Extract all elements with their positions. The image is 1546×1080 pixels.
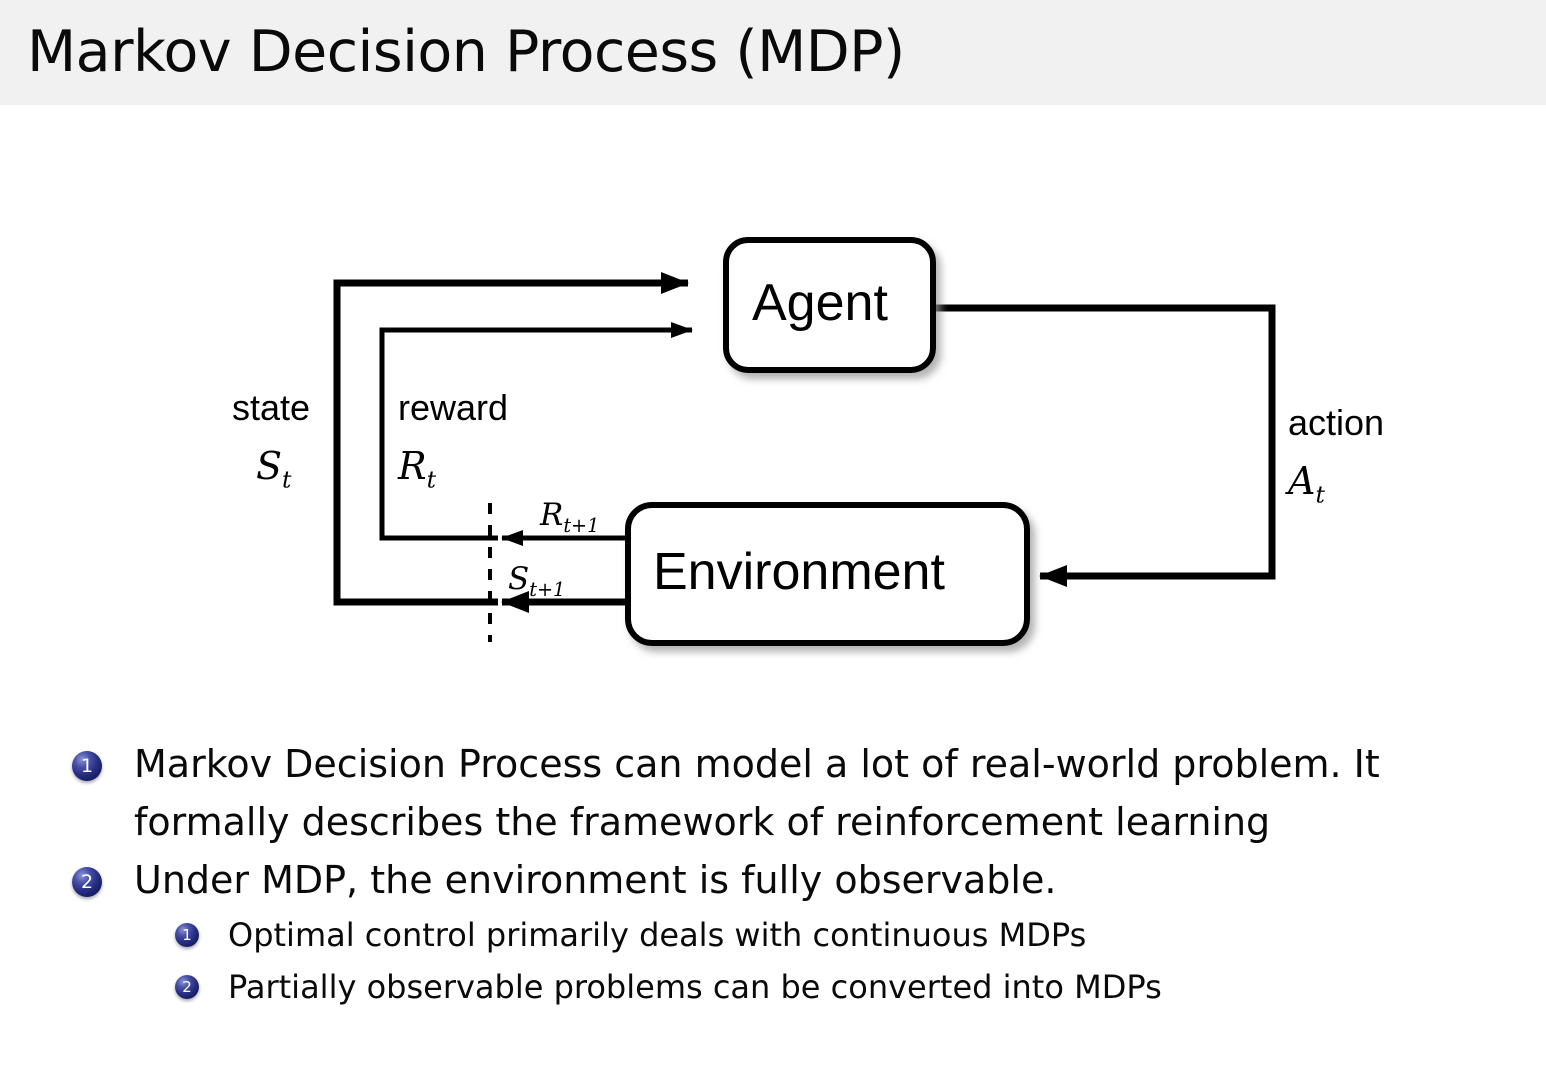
reward-symbol-subscript: t [426, 465, 437, 494]
diagram-canvas [333, 237, 1276, 646]
bullet-number-badge: 1 [72, 751, 102, 781]
list-item-line: Markov Decision Process can model a lot … [134, 742, 1380, 786]
reward-next-symbol-base: R [540, 497, 564, 533]
sub-bullet-number-badge: 2 [175, 975, 199, 999]
sub-list-item: 1 Optimal control primarily deals with c… [0, 909, 1546, 961]
state-symbol-base: S [256, 444, 283, 488]
reward-label-symbol: Rt [398, 445, 436, 501]
environment-box [625, 502, 1030, 646]
agent-box-label: Agent [752, 274, 888, 332]
sub-list-item: 2 Partially observable problems can be c… [0, 961, 1546, 1013]
action-symbol-base: A [1288, 459, 1316, 503]
action-path [930, 304, 1276, 587]
state-next-label-symbol: St+1 [508, 562, 565, 607]
reward-symbol-base: R [398, 444, 427, 488]
reward-next-label-symbol: Rt+1 [540, 498, 599, 543]
state-symbol-subscript: t [282, 465, 292, 494]
page-title: Markov Decision Process (MDP) [27, 19, 905, 85]
reward-label-word: reward [398, 387, 509, 428]
list-item: 2 Under MDP, the environment is fully ob… [0, 851, 1546, 909]
state-label-symbol: St [256, 445, 292, 501]
slide-header-band: Markov Decision Process (MDP) [0, 0, 1546, 105]
action-symbol-subscript: t [1315, 480, 1325, 509]
list-item-line: formally describes the framework of rein… [134, 800, 1271, 844]
environment-box-label: Environment [653, 543, 945, 601]
sub-list-item-text: Partially observable problems can be con… [228, 968, 1162, 1006]
state-next-symbol-subscript: t+1 [529, 578, 566, 602]
reward-next-symbol-subscript: t+1 [563, 514, 600, 538]
state-label-word: state [232, 387, 311, 428]
agent-box [723, 237, 936, 373]
sub-bullet-number-badge: 1 [175, 923, 199, 947]
state-next-symbol-base: S [508, 561, 530, 597]
bullet-number-badge: 2 [72, 867, 102, 897]
list-item: 1 Markov Decision Process can model a lo… [0, 735, 1546, 851]
action-label-word: action [1288, 402, 1385, 443]
sub-list-item-text: Optimal control primarily deals with con… [228, 916, 1087, 954]
action-label-symbol: At [1288, 460, 1325, 516]
bullet-list: 1 Markov Decision Process can model a lo… [0, 735, 1546, 1013]
agent-environment-diagram: Agent Environment state St reward Rt act… [0, 130, 1546, 690]
list-item-line: Under MDP, the environment is fully obse… [134, 858, 1057, 902]
